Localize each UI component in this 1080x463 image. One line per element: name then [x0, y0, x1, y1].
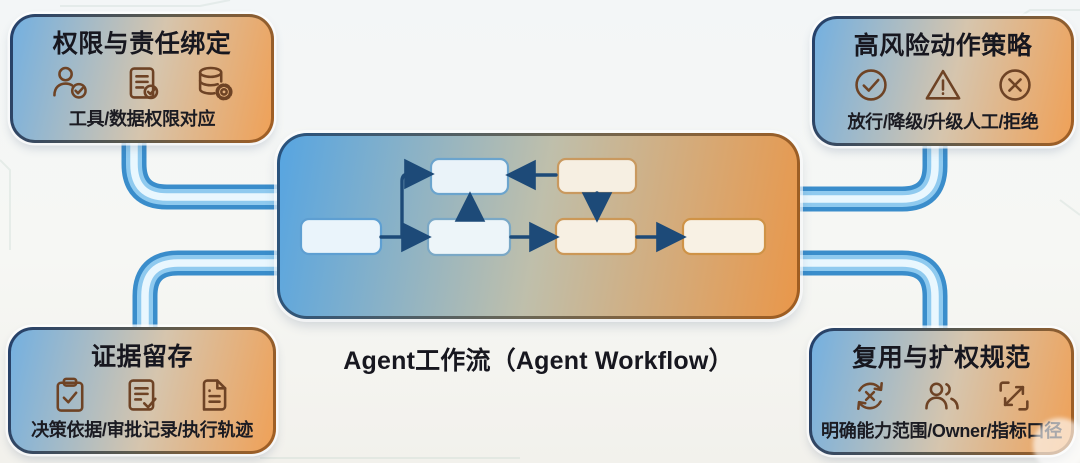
database-gear-icon	[194, 63, 234, 103]
icon-row	[851, 65, 1035, 105]
workflow-node-end	[681, 217, 767, 256]
card-permission-binding-body: 权限与责任绑定	[13, 17, 271, 140]
icon-row	[50, 63, 234, 103]
expand-arrows-icon	[994, 376, 1034, 416]
card-subtitle: 工具/数据权限对应	[68, 109, 216, 129]
refresh-x-icon	[850, 376, 890, 416]
users-icon	[922, 376, 962, 416]
workflow-caption: Agent工作流（Agent Workflow）	[343, 347, 734, 375]
card-title: 高风险动作策略	[853, 32, 1033, 60]
card-subtitle: 明确能力范围/Owner/指标口径	[821, 421, 1062, 441]
card-high-risk-policy-body: 高风险动作策略	[815, 19, 1071, 143]
workflow-node-step-b	[554, 217, 638, 256]
card-high-risk-policy: 高风险动作策略	[812, 16, 1074, 146]
file-check-icon	[122, 63, 162, 103]
card-title: 证据留存	[90, 343, 193, 371]
workflow-node-sub-a	[429, 157, 510, 196]
card-title: 权限与责任绑定	[52, 30, 232, 58]
card-title: 复用与扩权规范	[852, 344, 1031, 372]
card-reuse-scope-spec: 复用与扩权规范	[809, 328, 1074, 455]
card-evidence-retention: 证据留存	[8, 327, 276, 454]
icon-row	[50, 375, 234, 415]
clipboard-check-icon	[50, 375, 90, 415]
card-permission-binding: 权限与责任绑定	[10, 14, 274, 143]
watermark	[1033, 418, 1080, 463]
icon-row	[850, 376, 1034, 416]
workflow-edge-start-to-sub-a	[400, 158, 435, 239]
workflow-node-start	[299, 217, 383, 256]
file-lines-icon	[194, 375, 234, 415]
card-subtitle: 放行/降级/升级人工/拒绝	[847, 112, 1039, 132]
card-evidence-retention-body: 证据留存	[11, 330, 273, 451]
workflow-panel-body	[280, 136, 797, 316]
triangle-alert-icon	[923, 65, 963, 105]
card-reuse-scope-spec-body: 复用与扩权规范	[812, 331, 1071, 452]
user-check-icon	[50, 63, 90, 103]
circle-check-icon	[851, 65, 891, 105]
workflow-node-step-a	[426, 217, 512, 257]
circle-x-icon	[995, 65, 1035, 105]
card-subtitle: 决策依据/审批记录/执行轨迹	[31, 420, 253, 440]
file-audit-icon	[122, 375, 162, 415]
workflow-node-sub-b	[556, 157, 638, 195]
workflow-diagram	[299, 157, 767, 257]
workflow-panel	[277, 133, 800, 319]
